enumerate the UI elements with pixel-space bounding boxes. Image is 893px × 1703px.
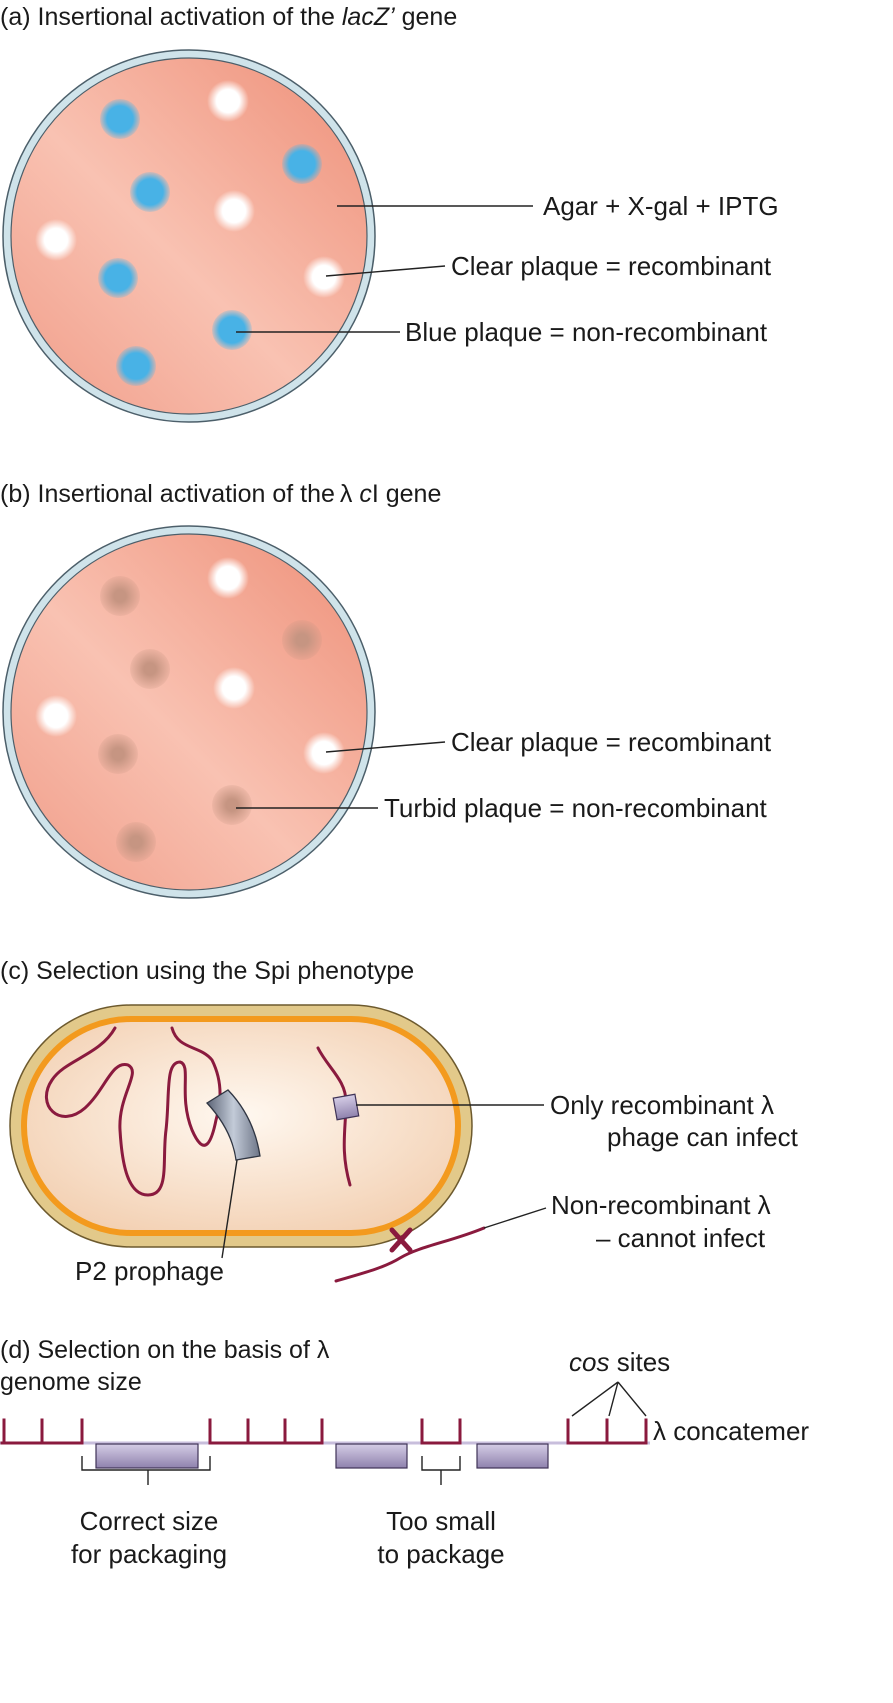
panel-a-title: (a) Insertional activation of the lacZ’ … [0,3,457,31]
cos-segment [566,1418,648,1445]
non-recombinant-lambda-dna [334,1226,486,1283]
label-only-recombinant-1: Only recombinant λ [550,1090,774,1120]
cos-segment [0,1418,84,1445]
leader-p2 [221,1159,238,1259]
blue-plaque [212,310,252,350]
agar-surface [10,57,368,415]
bacterial-chromosome [45,1026,222,1197]
clear-plaque [213,667,255,709]
label-non-recombinant-1: Non-recombinant λ [551,1190,771,1220]
leader-non-recombinant [483,1207,547,1229]
label-non-recombinant-2: – cannot infect [596,1223,766,1253]
label-correct-size-1: Correct size [80,1506,219,1536]
panel-c-title: (c) Selection using the Spi phenotype [0,957,414,985]
packaging-fragment [335,1443,408,1469]
clear-plaque [35,695,77,737]
turbid-plaque [98,734,138,774]
label-too-small-1: Too small [386,1506,496,1536]
leader-cos [571,1381,647,1417]
turbid-plaque [130,649,170,689]
panel-d-title-1: (d) Selection on the basis of λ [0,1336,330,1364]
leader-clear-a [325,265,446,277]
bracket-too-small [421,1456,461,1485]
clear-plaque [35,219,77,261]
clear-plaque [207,80,249,122]
blue-plaque [98,258,138,298]
petri-dish-b [2,525,376,899]
turbid-plaque [282,620,322,660]
insert-box [332,1093,360,1121]
panel-a: (a) Insertional activation of the lacZ’ … [0,3,779,423]
label-too-small-2: to package [377,1539,504,1569]
turbid-plaque [100,576,140,616]
bracket-correct-size [81,1456,211,1485]
cos-segment [208,1418,324,1445]
label-clear-a: Clear plaque = recombinant [451,251,772,281]
clear-plaque [303,732,345,774]
agar-surface [10,533,368,891]
clear-plaque [207,557,249,599]
blue-plaque [116,346,156,386]
p2-prophage [205,1089,261,1161]
blue-plaque [130,172,170,212]
label-blue: Blue plaque = non-recombinant [405,317,768,347]
label-p2-prophage: P2 prophage [75,1256,224,1286]
packaging-fragment [476,1443,549,1469]
clear-plaque [303,256,345,298]
cos-segment [420,1418,462,1445]
petri-dish-a [2,49,376,423]
leader-clear-b [325,741,446,753]
label-concatemer: λ concatemer [653,1416,809,1446]
turbid-plaque [116,822,156,862]
label-clear-b: Clear plaque = recombinant [451,727,772,757]
blue-plaque [282,144,322,184]
panel-d-title-2: genome size [0,1368,142,1396]
label-only-recombinant-2: phage can infect [607,1122,799,1152]
label-turbid: Turbid plaque = non-recombinant [384,793,768,823]
panel-c: (c) Selection using the Spi phenotype On… [0,957,799,1286]
blue-plaque [100,99,140,139]
label-correct-size-2: for packaging [71,1539,227,1569]
label-agar: Agar + X-gal + IPTG [543,191,779,221]
label-cos-sites: cos sites [569,1347,670,1377]
cross-mark-icon [389,1227,413,1253]
panel-d: (d) Selection on the basis of λ genome s… [0,1336,809,1569]
turbid-plaque [212,785,252,825]
packaging-fragment [95,1443,199,1469]
clear-plaque [213,190,255,232]
